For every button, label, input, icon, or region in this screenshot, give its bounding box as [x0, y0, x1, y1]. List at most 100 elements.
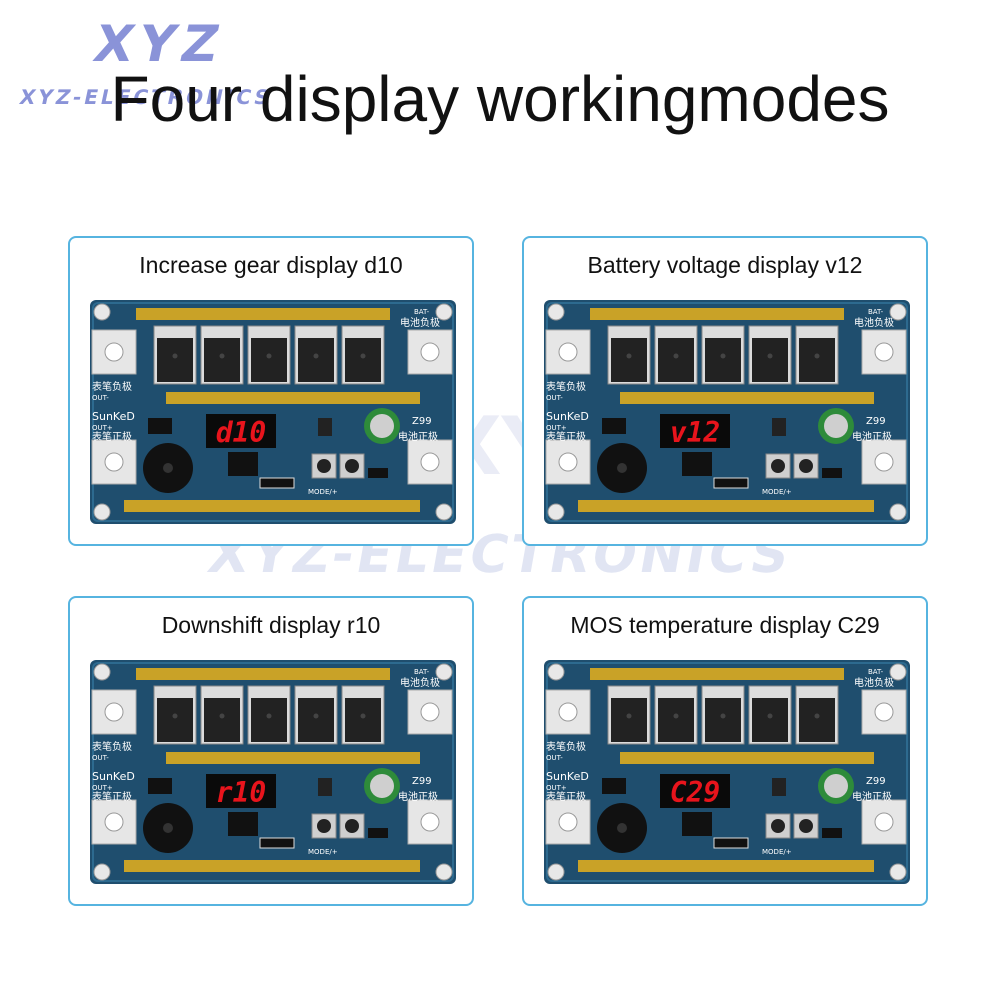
terminal-hole — [874, 702, 894, 722]
display-window — [206, 414, 276, 448]
mosfet-dot — [626, 353, 632, 359]
label-probe-negative: 表笔负极 — [546, 380, 586, 393]
mosfet-body — [204, 338, 240, 382]
mosfet-body — [799, 338, 835, 382]
pcb-illustration: BAT-电池负极表笔负极OUT-SunKeDOUT+表笔正极Z99电池正极MOD… — [90, 300, 456, 524]
mosfet-body — [611, 338, 647, 382]
mosfet-dot — [767, 713, 773, 719]
mosfet-body — [611, 698, 647, 742]
diode — [148, 778, 172, 794]
mosfet-dot — [720, 353, 726, 359]
label-bat: BAT- — [414, 668, 430, 676]
mounting-hole — [93, 663, 111, 681]
label-bat: BAT- — [414, 308, 430, 316]
mosfet — [153, 685, 197, 745]
copper-strip-middle — [620, 392, 874, 404]
label-battery-positive: 电池正极 — [398, 430, 438, 443]
mosfet-dot — [814, 353, 820, 359]
copper-strip-middle — [620, 752, 874, 764]
mounting-hole — [93, 503, 111, 521]
copper-strip-middle — [166, 752, 420, 764]
push-button-cap — [345, 819, 359, 833]
mosfet-dot — [360, 353, 366, 359]
mosfet-dot — [626, 713, 632, 719]
terminal-hole — [874, 452, 894, 472]
label-mode: MODE/+ — [762, 848, 792, 856]
seven-segment-display: C29 — [660, 774, 730, 809]
label-mode: MODE/+ — [762, 488, 792, 496]
label-out-minus: OUT- — [546, 754, 563, 762]
mounting-hole — [93, 303, 111, 321]
label-out-minus: OUT- — [92, 394, 109, 402]
mounting-hole — [547, 663, 565, 681]
terminal-hole — [420, 452, 440, 472]
display-readout: v12 — [670, 416, 721, 449]
diode — [602, 418, 626, 434]
mounting-hole — [435, 663, 453, 681]
label-model: Z99 — [412, 776, 432, 787]
pcb-edge — [92, 302, 454, 522]
panel-caption: Downshift display r10 — [161, 612, 381, 638]
label-out-plus: OUT+ — [546, 424, 567, 432]
copper-strip-top — [590, 668, 844, 680]
mosfet-body — [345, 338, 381, 382]
mode-panel-battery-voltage: Battery voltage display v12 BAT-电池负极表笔负极… — [522, 236, 928, 546]
terminal-hole — [420, 342, 440, 362]
terminal-hole — [558, 812, 578, 832]
mosfet-body — [658, 338, 694, 382]
mosfet-body — [658, 698, 694, 742]
mosfet-dot — [313, 713, 319, 719]
panel-caption: MOS temperature display C29 — [570, 612, 880, 638]
push-button-cap — [771, 819, 785, 833]
terminal-hole — [558, 702, 578, 722]
mounting-hole — [435, 863, 453, 881]
transistor — [772, 418, 786, 436]
buzzer-hole — [163, 463, 173, 473]
mosfet-dot — [266, 713, 272, 719]
mounting-hole — [547, 863, 565, 881]
mosfet — [341, 325, 385, 385]
mosfet — [795, 685, 839, 745]
label-mode: MODE/+ — [308, 848, 338, 856]
label-probe-positive: 表笔正极 — [92, 790, 132, 803]
mosfet — [153, 325, 197, 385]
label-brand: SunKeD — [546, 410, 589, 423]
label-model: Z99 — [866, 776, 886, 787]
mosfet-dot — [673, 353, 679, 359]
pin-header — [259, 477, 295, 489]
copper-strip-top — [136, 668, 390, 680]
seven-segment-display: d10 — [206, 414, 276, 449]
display-readout: r10 — [216, 776, 267, 809]
terminal-hole — [104, 702, 124, 722]
terminal-hole — [874, 812, 894, 832]
mounting-hole — [93, 863, 111, 881]
pcb-edge — [92, 662, 454, 882]
mounting-hole — [435, 503, 453, 521]
label-probe-positive: 表笔正极 — [92, 430, 132, 443]
mounting-hole — [547, 503, 565, 521]
mode-panel-mos-temperature: MOS temperature display C29 BAT-电池负极表笔负极… — [522, 596, 928, 906]
label-battery-negative: 电池负极 — [400, 316, 440, 329]
mosfet — [701, 325, 745, 385]
ic-chip — [228, 452, 258, 476]
label-probe-positive: 表笔正极 — [546, 790, 586, 803]
smd-component — [822, 468, 842, 478]
label-battery-negative: 电池负极 — [854, 316, 894, 329]
copper-strip-bottom — [578, 500, 874, 512]
copper-strip-top — [136, 308, 390, 320]
mosfet-body — [752, 338, 788, 382]
label-out-plus: OUT+ — [546, 784, 567, 792]
smd-component — [822, 828, 842, 838]
label-out-minus: OUT- — [92, 754, 109, 762]
mosfet-body — [157, 338, 193, 382]
mosfet-dot — [219, 353, 225, 359]
push-button-cap — [317, 819, 331, 833]
mosfet-body — [799, 698, 835, 742]
mosfet — [654, 685, 698, 745]
copper-strip-top — [590, 308, 844, 320]
mosfet-body — [157, 698, 193, 742]
push-button-cap — [799, 459, 813, 473]
pcb-edge — [546, 662, 908, 882]
